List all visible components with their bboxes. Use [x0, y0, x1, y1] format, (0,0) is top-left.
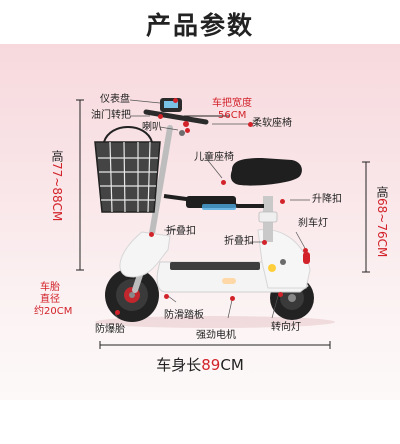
seat-height-prefix: 高: [375, 186, 389, 198]
fold-marker-1: [149, 232, 154, 237]
seat-height-value: 68~76CM: [375, 198, 389, 258]
brake-light-shape: [303, 252, 310, 264]
horn-marker: [185, 128, 190, 133]
label-child-seat: 儿童座椅: [194, 152, 234, 163]
child-seat-marker: [221, 180, 226, 185]
label-throttle: 油门转把: [91, 110, 131, 121]
handlebar-shape: [143, 109, 209, 125]
label-fold-buckle-1: 折叠扣: [166, 226, 196, 237]
fold-marker-2: [262, 240, 267, 245]
overall-height-prefix: 高: [50, 150, 64, 162]
brake-marker: [303, 248, 308, 253]
length-value: 89: [201, 356, 221, 374]
body-length-text: 车身长89CM: [0, 354, 400, 375]
front-fairing: [119, 231, 171, 278]
basket-shape: [94, 126, 161, 213]
label-motor: 强劲电机: [196, 330, 236, 341]
label-tire-2: 直径: [40, 294, 60, 305]
label-anti-burst: 防爆胎: [95, 324, 125, 335]
length-prefix: 车身长: [156, 356, 202, 374]
seat-shape: [230, 158, 302, 186]
overall-height-value: 77~88CM: [50, 162, 64, 222]
dashboard-marker: [173, 98, 178, 103]
motor-marker: [230, 296, 235, 301]
label-tire-1: 车胎: [40, 282, 60, 293]
label-dashboard: 仪表盘: [100, 94, 130, 105]
ground-shadow: [95, 316, 335, 328]
throttle-marker: [158, 114, 163, 119]
label-handlebar-width-title: 车把宽度: [212, 98, 252, 109]
page-title: 产品参数: [145, 11, 254, 40]
label-anti-slip: 防滑踏板: [164, 310, 204, 321]
anti-slip-mat: [170, 262, 260, 270]
lift-marker: [280, 199, 285, 204]
label-handlebar-width-value: 56CM: [218, 110, 247, 121]
label-lift-lower: 升降扣: [312, 194, 342, 205]
length-unit: CM: [220, 356, 244, 374]
tire-marker: [115, 310, 120, 315]
label-tire-3: 约20CM: [34, 306, 73, 317]
label-fold-buckle-2: 折叠扣: [224, 236, 254, 247]
label-horn: 喇叭: [142, 122, 162, 133]
label-turn-signal: 转向灯: [271, 322, 301, 333]
seat-height-text: 高68~76CM: [375, 186, 389, 257]
overall-height-text: 高77~88CM: [50, 150, 64, 221]
header: 产品参数: [0, 0, 400, 44]
label-brake-light: 刹车灯: [298, 218, 328, 229]
soft-seat-marker: [248, 122, 253, 127]
turn-signal-marker: [278, 292, 283, 297]
label-soft-seat: 柔软座椅: [252, 118, 292, 129]
mat-marker: [164, 294, 169, 299]
dimension-lines: [76, 99, 370, 349]
scooter-illustration: [76, 98, 370, 349]
front-wheel: [105, 268, 159, 322]
